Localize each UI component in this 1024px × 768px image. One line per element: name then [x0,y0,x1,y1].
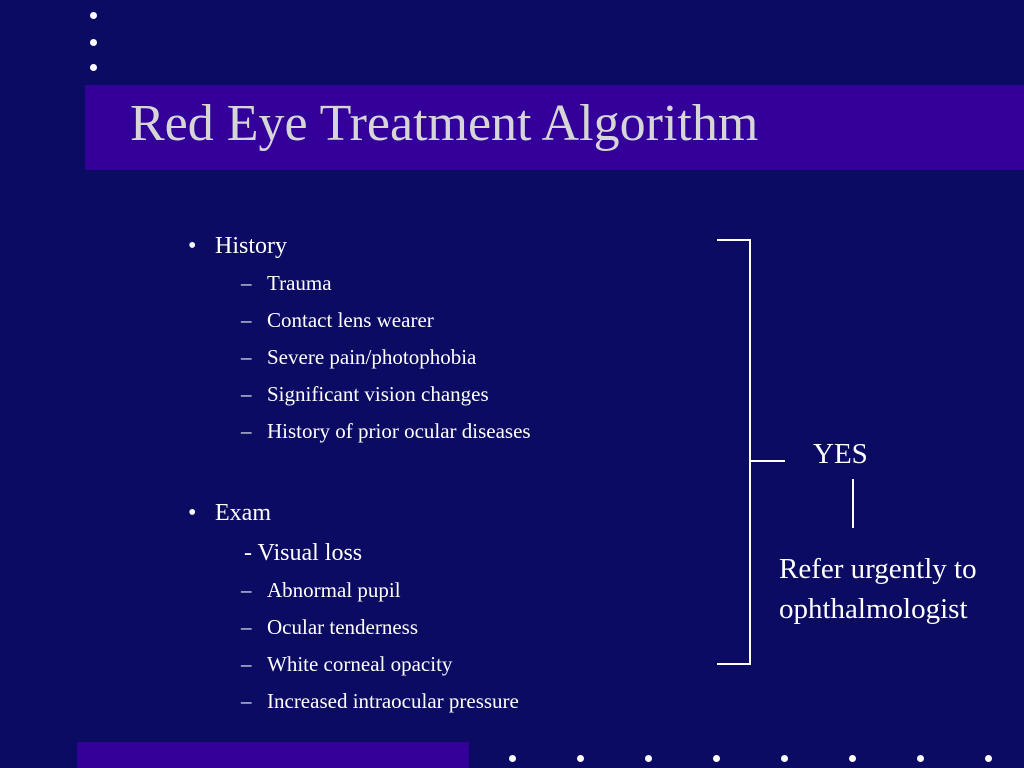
history-item: –Trauma [241,273,332,294]
dash-icon: – [241,345,252,369]
bracket-bottom-line [717,663,750,665]
history-item-label: Contact lens wearer [267,308,434,332]
dash-icon: – [241,578,252,602]
yes-to-outcome-line [852,479,854,528]
history-item-label: Trauma [267,271,332,295]
dash-icon: – [241,652,252,676]
exam-item: –White corneal opacity [241,654,452,675]
outcome-line: ophthalmologist [779,593,968,625]
history-heading: • History [188,234,287,258]
dash-icon: – [241,382,252,406]
exam-item: –Increased intraocular pressure [241,691,519,712]
dash-icon: – [241,419,252,443]
decision-yes-label: YES [813,438,868,470]
history-item: –Severe pain/photophobia [241,347,476,368]
title-bar [85,85,1024,170]
decorative-dot [917,755,924,762]
outcome-text: Refer urgently to ophthalmologist [779,549,977,629]
bottom-bar [77,742,469,768]
decorative-dot [781,755,788,762]
exam-item: –Ocular tenderness [241,617,418,638]
history-item: –History of prior ocular diseases [241,421,531,442]
dash-icon: – [241,689,252,713]
decorative-dot [645,755,652,762]
decorative-dot [90,64,97,71]
exam-item-visual-loss: - Visual loss [244,540,363,566]
decorative-dot [509,755,516,762]
exam-heading-label: Exam [215,500,271,526]
dash-icon: – [241,615,252,639]
dash-icon: – [241,271,252,295]
bracket-top-line [717,239,750,241]
exam-item-label: Increased intraocular pressure [267,689,519,713]
decorative-dot [713,755,720,762]
exam-item-label: Abnormal pupil [267,578,401,602]
history-item-label: Significant vision changes [267,382,489,406]
bracket-connector-line [750,460,785,462]
decorative-dot [849,755,856,762]
exam-item: –Abnormal pupil [241,580,401,601]
history-item-label: Severe pain/photophobia [267,345,477,369]
slide-title: Red Eye Treatment Algorithm [130,95,759,152]
history-item: –Significant vision changes [241,384,489,405]
outcome-line: Refer urgently to [779,553,977,585]
decorative-dot [577,755,584,762]
bullet-icon: • [188,233,197,259]
bracket-vertical-line [749,239,751,665]
decorative-dot [985,755,992,762]
history-heading-label: History [215,233,287,259]
exam-item-label: Ocular tenderness [267,615,419,639]
decorative-dot [90,39,97,46]
history-item: –Contact lens wearer [241,310,434,331]
bullet-icon: • [188,500,197,526]
decorative-dot [90,12,97,19]
history-item-label: History of prior ocular diseases [267,419,531,443]
exam-heading: • Exam [188,501,271,525]
exam-item-label: White corneal opacity [267,652,453,676]
dash-icon: – [241,308,252,332]
